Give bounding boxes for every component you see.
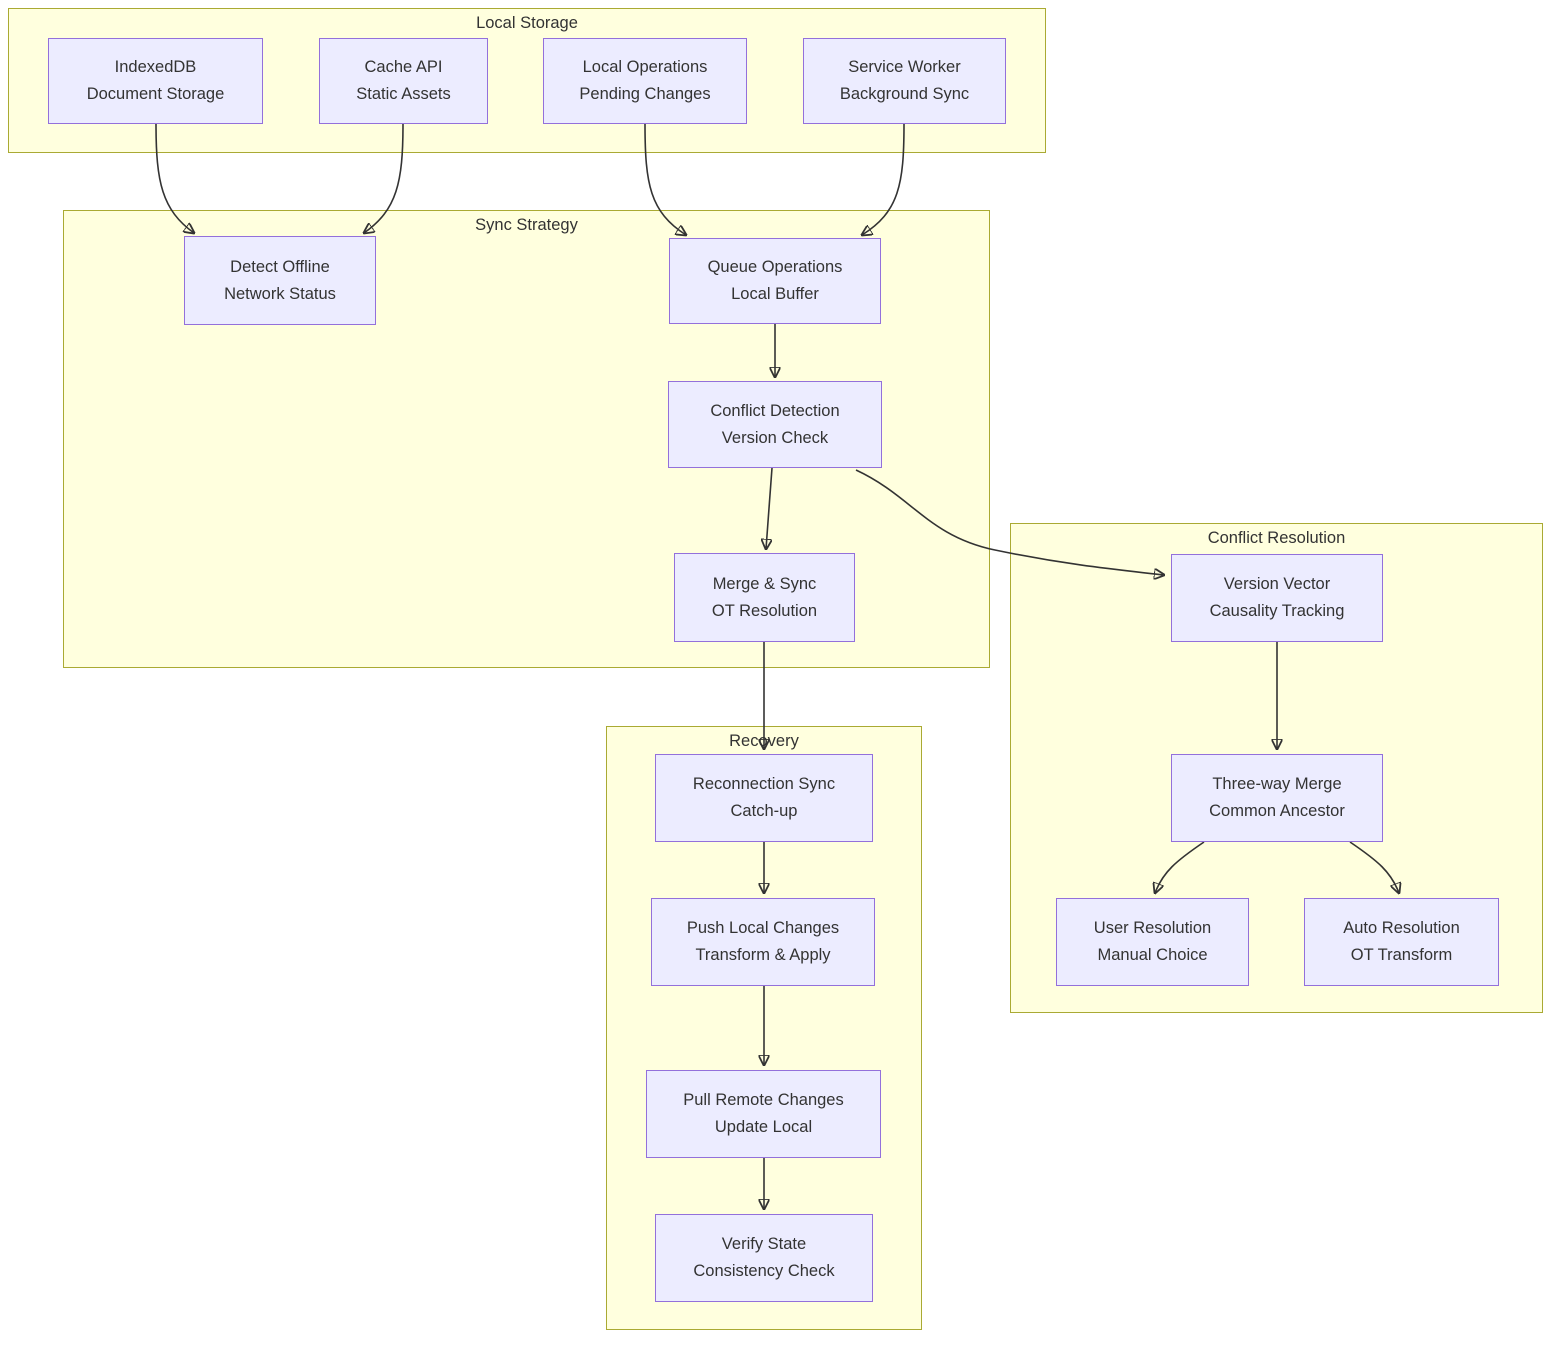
cluster-title-recovery: Recovery [729,732,799,750]
node-user-resolution: User Resolution Manual Choice [1056,898,1249,986]
node-conflict-detection: Conflict Detection Version Check [668,381,882,468]
node-label: Pull Remote Changes [683,1091,844,1109]
node-label: Three-way Merge [1212,775,1342,793]
node-label: Detect Offline [230,257,330,276]
node-label: Auto Resolution [1343,919,1460,937]
node-service-worker: Service Worker Background Sync [803,38,1006,124]
node-label: Pending Changes [579,85,711,103]
node-local-operations: Local Operations Pending Changes [543,38,747,124]
node-label: Local Operations [582,58,708,76]
cluster-title-conflict-resolution: Conflict Resolution [1207,529,1346,547]
cluster-title-sync-strategy: Sync Strategy [475,216,578,234]
node-label: Cache API [364,58,443,76]
node-push-local-changes: Push Local Changes Transform & Apply [651,898,875,986]
node-label: Common Ancestor [1209,802,1345,820]
node-reconnection-sync: Reconnection Sync Catch-up [655,754,873,842]
node-label: OT Transform [1350,946,1453,964]
node-label: Queue Operations [707,258,843,276]
node-indexeddb: IndexedDB Document Storage [48,38,263,124]
node-cache-api: Cache API Static Assets [319,38,488,124]
node-label: Local Buffer [731,285,819,303]
cluster-title-local-storage: Local Storage [476,14,578,32]
node-label: Service Worker [848,58,961,76]
node-detect-offline: Detect Offline Network Status [184,236,376,325]
node-label: Version Vector [1223,575,1331,593]
node-queue-operations: Queue Operations Local Buffer [669,238,881,324]
node-verify-state: Verify State Consistency Check [655,1214,873,1302]
node-label: Reconnection Sync [692,775,836,793]
node-label: Merge & Sync [712,574,817,593]
node-label: Consistency Check [693,1262,835,1280]
node-merge-sync: Merge & Sync OT Resolution [674,553,855,642]
node-label: Catch-up [730,802,798,820]
node-label: Causality Tracking [1209,602,1345,620]
node-label: IndexedDB [114,58,197,76]
node-label: Document Storage [86,85,225,103]
node-label: Manual Choice [1097,946,1208,964]
node-label: Static Assets [356,85,451,103]
node-label: Transform & Apply [695,946,831,964]
node-pull-remote-changes: Pull Remote Changes Update Local [646,1070,881,1158]
node-label: Background Sync [839,85,970,103]
node-label: Version Check [721,428,829,447]
node-version-vector: Version Vector Causality Tracking [1171,554,1383,642]
node-label: User Resolution [1093,919,1212,937]
node-auto-resolution: Auto Resolution OT Transform [1304,898,1499,986]
node-three-way-merge: Three-way Merge Common Ancestor [1171,754,1383,842]
node-label: Conflict Detection [710,401,840,420]
node-label: Network Status [224,284,336,303]
node-label: OT Resolution [711,601,818,620]
node-label: Push Local Changes [686,919,840,937]
node-label: Update Local [714,1118,813,1136]
node-label: Verify State [721,1235,807,1253]
